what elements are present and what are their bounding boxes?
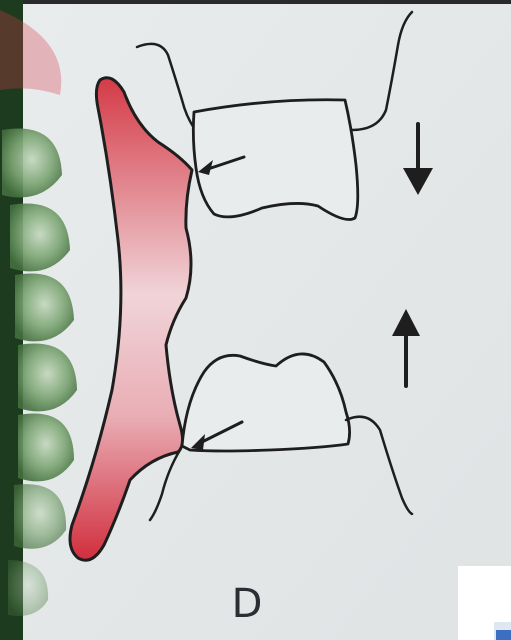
- top-frame: [0, 0, 511, 4]
- panel-label: D: [222, 582, 272, 626]
- lower-tooth-crown: [182, 354, 350, 451]
- corner-overlay: [458, 566, 511, 640]
- upper-tooth-crown: [193, 100, 357, 220]
